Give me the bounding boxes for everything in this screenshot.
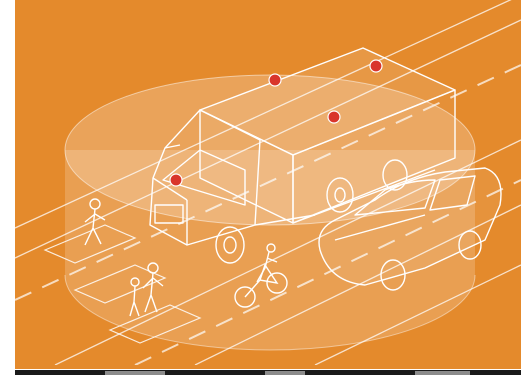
sensor-dot (269, 74, 281, 86)
bottom-photo-strip (15, 365, 521, 375)
sensor-dot (328, 111, 340, 123)
truck-coverage-illustration (15, 0, 521, 365)
sensor-dot (170, 174, 182, 186)
illustration (15, 0, 521, 365)
sensor-dot (370, 60, 382, 72)
photo-strip-edge (15, 365, 521, 375)
